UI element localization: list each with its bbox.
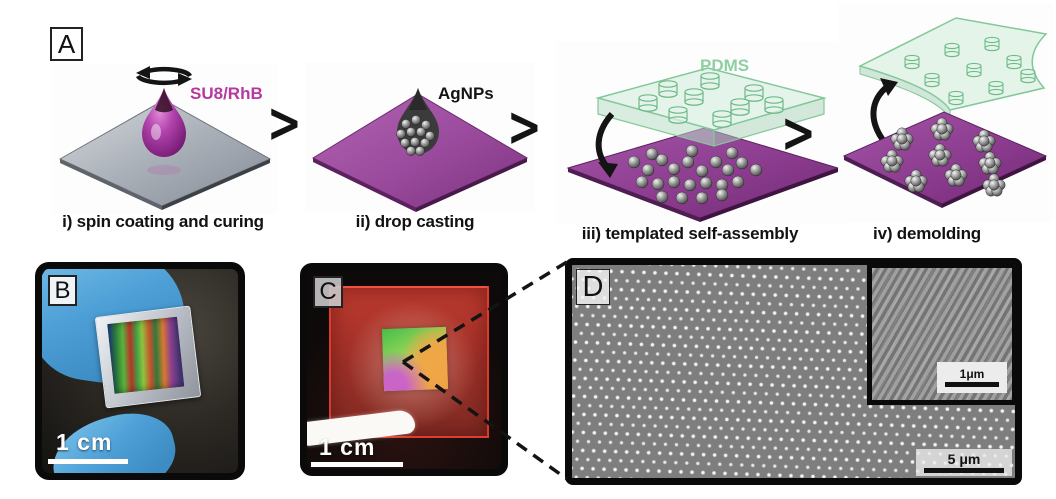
- sem-scale-bar: [924, 467, 1004, 473]
- pdms-annotation: PDMS: [700, 56, 750, 75]
- step-iii-caption: iii) templated self-assembly: [581, 224, 799, 243]
- substrate-edge: [568, 168, 700, 222]
- sample-slide: [94, 305, 202, 409]
- step-iv-caption: iv) demolding: [873, 224, 981, 243]
- panel-a-label: A: [50, 27, 83, 61]
- peel-up-arrow-icon: [870, 78, 898, 146]
- drop-casting-illustration: [305, 62, 535, 212]
- sem-scale-box: 5 μm: [916, 449, 1012, 476]
- sem-scale-label: 5 μm: [947, 450, 981, 467]
- substrate-edge: [313, 158, 416, 212]
- inset-scale-box: 1μm: [937, 362, 1007, 393]
- press-down-arrow-icon: [595, 112, 618, 178]
- spin-coating-illustration: [52, 64, 277, 214]
- templated-self-assembly-illustration: [556, 42, 848, 224]
- su8-rhb-annotation: SU8/RhB: [190, 84, 263, 103]
- agnps-annotation: AgNPs: [438, 84, 494, 103]
- panel-c-photo: C 1 cm: [300, 263, 508, 476]
- droplet-tip: [155, 88, 173, 113]
- inset-scale-label: 1μm: [959, 367, 985, 381]
- step-ii-caption: ii) drop casting: [355, 212, 475, 231]
- droplet-tip: [409, 88, 427, 110]
- resist-droplet: [142, 88, 186, 157]
- droplet-highlight: [151, 124, 161, 140]
- panel-d-sem: D 1μm 5 μm: [565, 258, 1022, 485]
- scattered-nanoparticles: [627, 144, 763, 205]
- sem-tilted-inset: 1μm: [867, 265, 1015, 405]
- inset-scale-bar: [945, 382, 999, 387]
- demolding-illustration: [838, 4, 1053, 222]
- panel-d-label: D: [576, 269, 610, 305]
- scale-bar: [48, 459, 128, 464]
- rotation-arrow-icon: [135, 66, 193, 86]
- substrate-edge: [844, 156, 942, 208]
- panel-c-label: C: [313, 276, 343, 308]
- peeled-pdms-mold: [857, 17, 1048, 120]
- scale-bar-label: 1 cm: [56, 429, 113, 455]
- pdms-mold: [595, 67, 827, 147]
- step-i-caption: i) spin coating and curing: [62, 212, 264, 231]
- droplet-reflection: [147, 165, 181, 175]
- substrate-edge: [162, 159, 270, 210]
- substrate-edge: [416, 158, 527, 212]
- step-arrow-icon: >: [266, 91, 302, 156]
- step-arrow-icon: >: [780, 101, 816, 166]
- scale-bar-label: 1 cm: [319, 434, 376, 460]
- silver-nanoparticles: [396, 115, 435, 156]
- iridescent-patterned-area: [381, 326, 449, 392]
- substrate-edge: [700, 168, 838, 222]
- iridescent-chip: [107, 316, 185, 394]
- step-arrow-icon: >: [506, 95, 542, 160]
- scale-bar: [311, 462, 403, 467]
- panel-b-photo: B 1 cm: [35, 262, 245, 480]
- substrate-edge: [60, 159, 162, 210]
- panel-b-label: B: [48, 275, 77, 306]
